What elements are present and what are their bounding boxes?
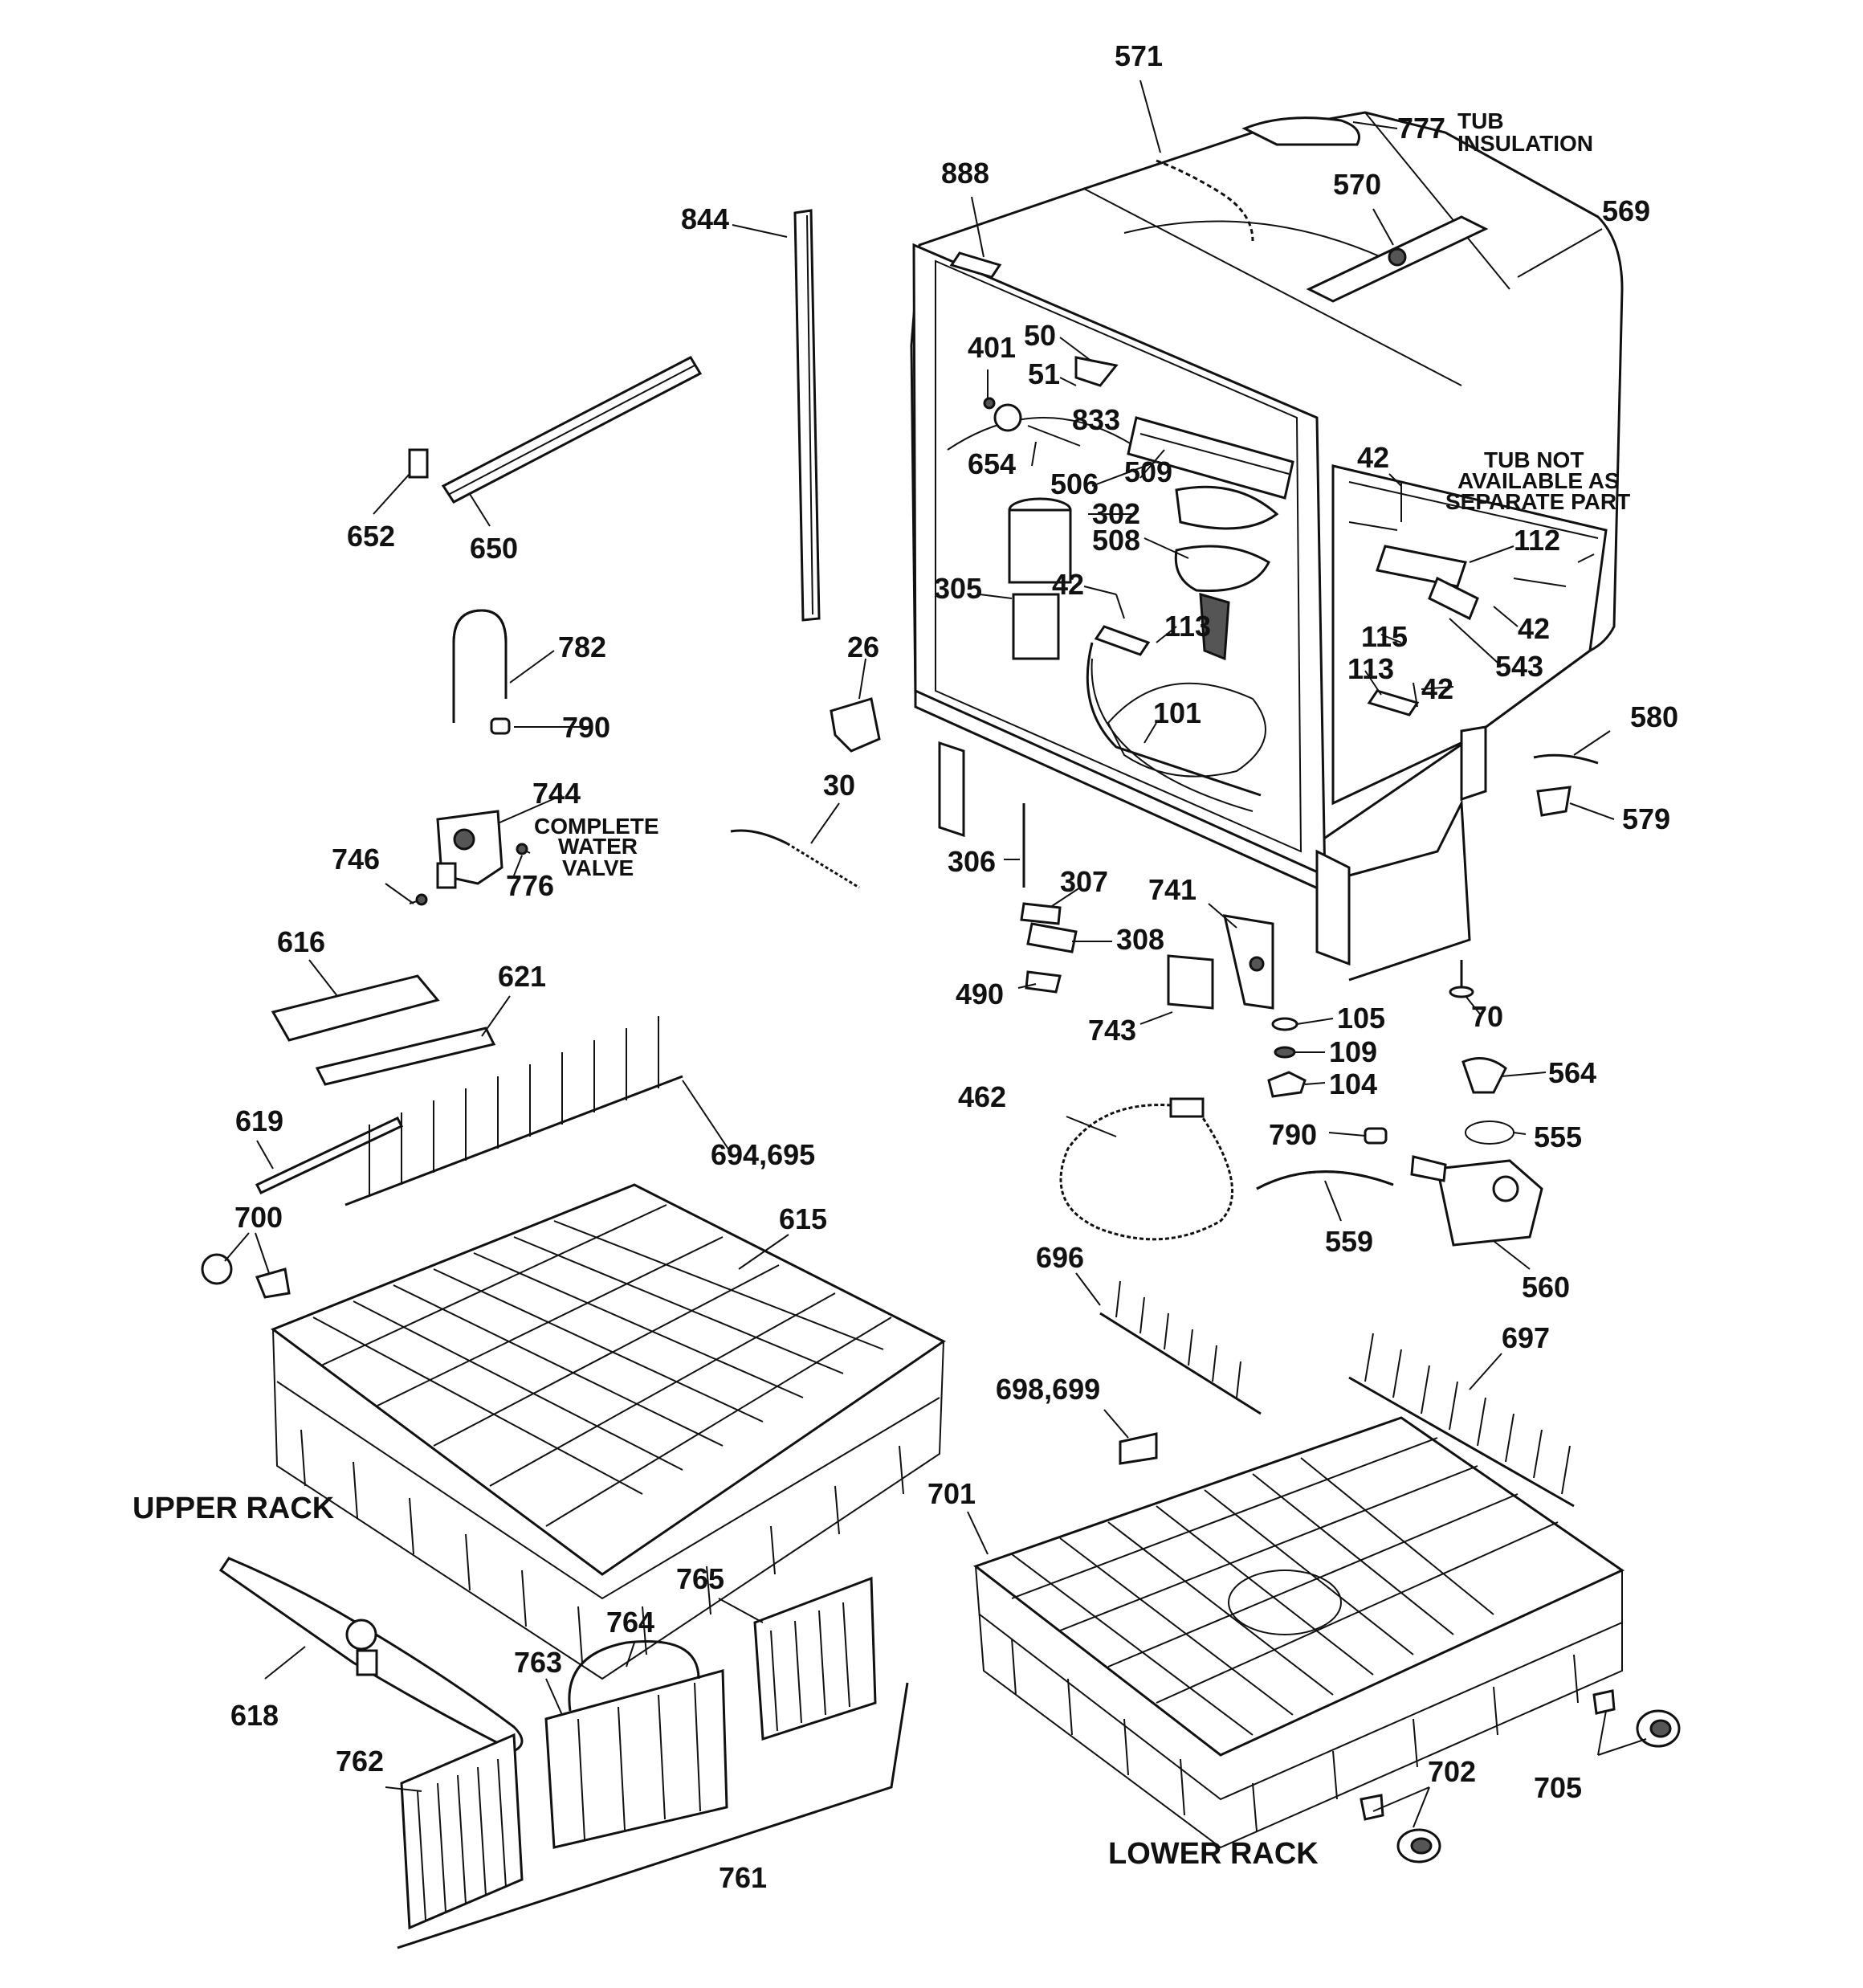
label-305: 305: [934, 572, 982, 605]
label-30: 30: [823, 769, 855, 802]
label-42d: 42: [1421, 672, 1453, 705]
label-51: 51: [1028, 357, 1060, 390]
label-888: 888: [941, 157, 989, 190]
label-580: 580: [1630, 700, 1678, 733]
label-777: 777: [1397, 112, 1445, 145]
label-105: 105: [1337, 1002, 1385, 1035]
label-570: 570: [1333, 168, 1381, 201]
label-743: 743: [1088, 1014, 1136, 1047]
label-650: 650: [470, 532, 518, 565]
label-616: 616: [277, 925, 325, 958]
label-761: 761: [719, 1861, 767, 1894]
control-parts: [1020, 753, 1599, 1247]
label-782: 782: [558, 631, 606, 663]
label-698-699: 698,699: [996, 1373, 1100, 1406]
notes: TUB INSULATION TUB NOT AVAILABLE AS SEPA…: [534, 108, 1630, 880]
label-101: 101: [1153, 696, 1201, 729]
label-619: 619: [235, 1104, 283, 1137]
label-26: 26: [847, 631, 879, 663]
note-tub-not-1: TUB NOT: [1484, 447, 1584, 472]
label-764: 764: [606, 1606, 654, 1639]
label-763: 763: [514, 1646, 562, 1679]
label-702: 702: [1428, 1755, 1476, 1788]
label-42c: 42: [1518, 612, 1550, 645]
label-621: 621: [498, 960, 546, 993]
label-776: 776: [506, 869, 554, 902]
label-579: 579: [1622, 802, 1670, 835]
label-652: 652: [347, 520, 395, 553]
label-104: 104: [1329, 1067, 1377, 1100]
upper-left-parts: [408, 209, 881, 906]
label-490: 490: [956, 978, 1004, 1010]
label-694-695: 694,695: [711, 1138, 815, 1171]
label-564: 564: [1548, 1056, 1596, 1089]
label-790b: 790: [1269, 1118, 1317, 1151]
section-titles: UPPER RACK LOWER RACK: [132, 1492, 1319, 1871]
label-741: 741: [1148, 873, 1196, 906]
label-113a: 113: [1164, 610, 1211, 643]
label-115: 115: [1361, 620, 1408, 653]
label-401: 401: [968, 331, 1016, 364]
label-559: 559: [1325, 1225, 1373, 1258]
label-705: 705: [1534, 1771, 1582, 1804]
label-560: 560: [1522, 1271, 1570, 1304]
label-790a: 790: [562, 711, 610, 744]
label-762: 762: [336, 1745, 384, 1778]
label-744: 744: [532, 777, 581, 810]
label-112: 112: [1514, 524, 1560, 557]
label-844: 844: [681, 202, 729, 235]
label-509: 509: [1124, 455, 1172, 488]
note-water-valve-2: WATER: [558, 834, 638, 859]
label-765: 765: [676, 1562, 724, 1595]
label-654: 654: [968, 447, 1016, 480]
lower-rack-assembly: [972, 1280, 1681, 1863]
label-555: 555: [1534, 1121, 1582, 1153]
label-462: 462: [958, 1080, 1006, 1113]
label-701: 701: [927, 1477, 976, 1510]
label-543: 543: [1495, 650, 1543, 683]
note-water-valve-1: COMPLETE: [534, 814, 659, 839]
tub-assembly: [910, 111, 1624, 982]
note-tub-not-2: AVAILABLE AS: [1457, 468, 1620, 493]
label-615: 615: [779, 1202, 827, 1235]
label-306: 306: [948, 845, 996, 878]
label-308: 308: [1116, 923, 1164, 956]
label-50: 50: [1024, 319, 1056, 352]
label-833: 833: [1072, 403, 1120, 436]
upper-rack-assembly: [201, 974, 946, 1753]
lower-rack-title: LOWER RACK: [1108, 1837, 1319, 1871]
label-109: 109: [1329, 1035, 1377, 1068]
label-697: 697: [1502, 1321, 1550, 1354]
leader-lines: [224, 80, 1647, 1828]
label-746: 746: [332, 843, 380, 876]
label-696: 696: [1036, 1241, 1084, 1274]
label-506: 506: [1050, 467, 1099, 500]
label-42b: 42: [1052, 568, 1084, 601]
note-tub-not-3: SEPARATE PART: [1445, 489, 1630, 514]
label-307: 307: [1060, 865, 1108, 898]
silverware-baskets: [397, 1576, 909, 1949]
label-618: 618: [230, 1699, 279, 1732]
label-700: 700: [234, 1201, 283, 1234]
upper-rack-title: UPPER RACK: [132, 1492, 335, 1525]
label-113b: 113: [1347, 652, 1394, 685]
label-42a: 42: [1357, 441, 1389, 474]
note-tub-insulation-2: INSULATION: [1457, 131, 1593, 156]
label-302: 302: [1092, 497, 1140, 530]
label-70: 70: [1471, 1000, 1503, 1033]
note-tub-insulation-1: TUB: [1457, 108, 1504, 133]
part-number-labels: 571 777 888 570 569 844 401 50 51 833 65…: [230, 39, 1678, 1894]
label-569: 569: [1602, 194, 1650, 227]
label-571: 571: [1115, 39, 1163, 72]
label-508: 508: [1092, 524, 1140, 557]
note-water-valve-3: VALVE: [562, 855, 634, 880]
